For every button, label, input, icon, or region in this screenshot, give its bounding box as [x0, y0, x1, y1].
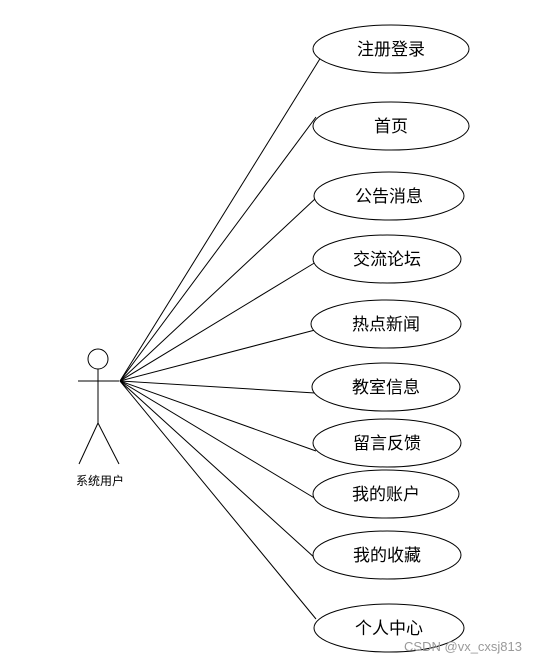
use-case-ellipse: [313, 603, 465, 653]
use-case-ellipse: [311, 362, 461, 412]
use-case-label: 注册登录: [357, 40, 425, 60]
use-case-ellipse: [312, 101, 470, 151]
actor-system-user: 系统用户: [76, 348, 124, 488]
use-case-ellipse: [312, 530, 462, 580]
use-case-ellipse: [312, 469, 460, 519]
association-line-my-favorites: [119, 380, 317, 560]
use-case-ellipse: [312, 24, 470, 74]
use-case-label: 首页: [374, 117, 408, 137]
use-case-hot-news: 热点新闻: [310, 299, 462, 349]
use-case-register-login: 注册登录: [312, 24, 470, 74]
use-case-my-account: 我的账户: [312, 469, 460, 519]
association-line-hot-news: [119, 329, 316, 382]
actor-label: 系统用户: [76, 473, 124, 488]
use-case-ellipse: [312, 418, 462, 468]
use-case-classroom-info: 教室信息: [311, 362, 461, 412]
use-case-ellipse: [312, 234, 462, 284]
use-case-announcement: 公告消息: [313, 171, 465, 221]
association-lines: [119, 48, 327, 620]
actor-right-leg: [97, 422, 120, 465]
association-line-my-account: [119, 380, 317, 500]
use-case-feedback: 留言反馈: [312, 418, 462, 468]
association-line-classroom-info: [119, 380, 316, 394]
use-case-label: 个人中心: [355, 619, 423, 639]
use-case-label: 公告消息: [355, 187, 423, 207]
actor-head: [87, 348, 109, 370]
association-line-register-login: [119, 48, 327, 382]
use-case-label: 交流论坛: [353, 250, 421, 270]
use-case-label: 留言反馈: [353, 434, 421, 454]
association-line-personal-center: [119, 380, 317, 620]
association-line-announcement: [119, 197, 317, 382]
association-line-home: [119, 116, 317, 382]
use-case-my-favorites: 我的收藏: [312, 530, 462, 580]
use-case-personal-center: 个人中心: [313, 603, 465, 653]
use-case-label: 我的收藏: [353, 546, 421, 566]
use-case-ellipse: [313, 171, 465, 221]
watermark: CSDN @vx_cxsj813: [404, 639, 522, 654]
use-case-label: 我的账户: [352, 485, 420, 505]
use-case-home: 首页: [312, 101, 470, 151]
use-case-label: 教室信息: [352, 378, 420, 398]
association-line-feedback: [119, 380, 317, 452]
association-line-forum: [119, 261, 317, 382]
actor-left-leg: [78, 422, 99, 465]
use-case-forum: 交流论坛: [312, 234, 462, 284]
use-case-label: 热点新闻: [352, 315, 420, 335]
use-case-ellipse: [310, 299, 462, 349]
